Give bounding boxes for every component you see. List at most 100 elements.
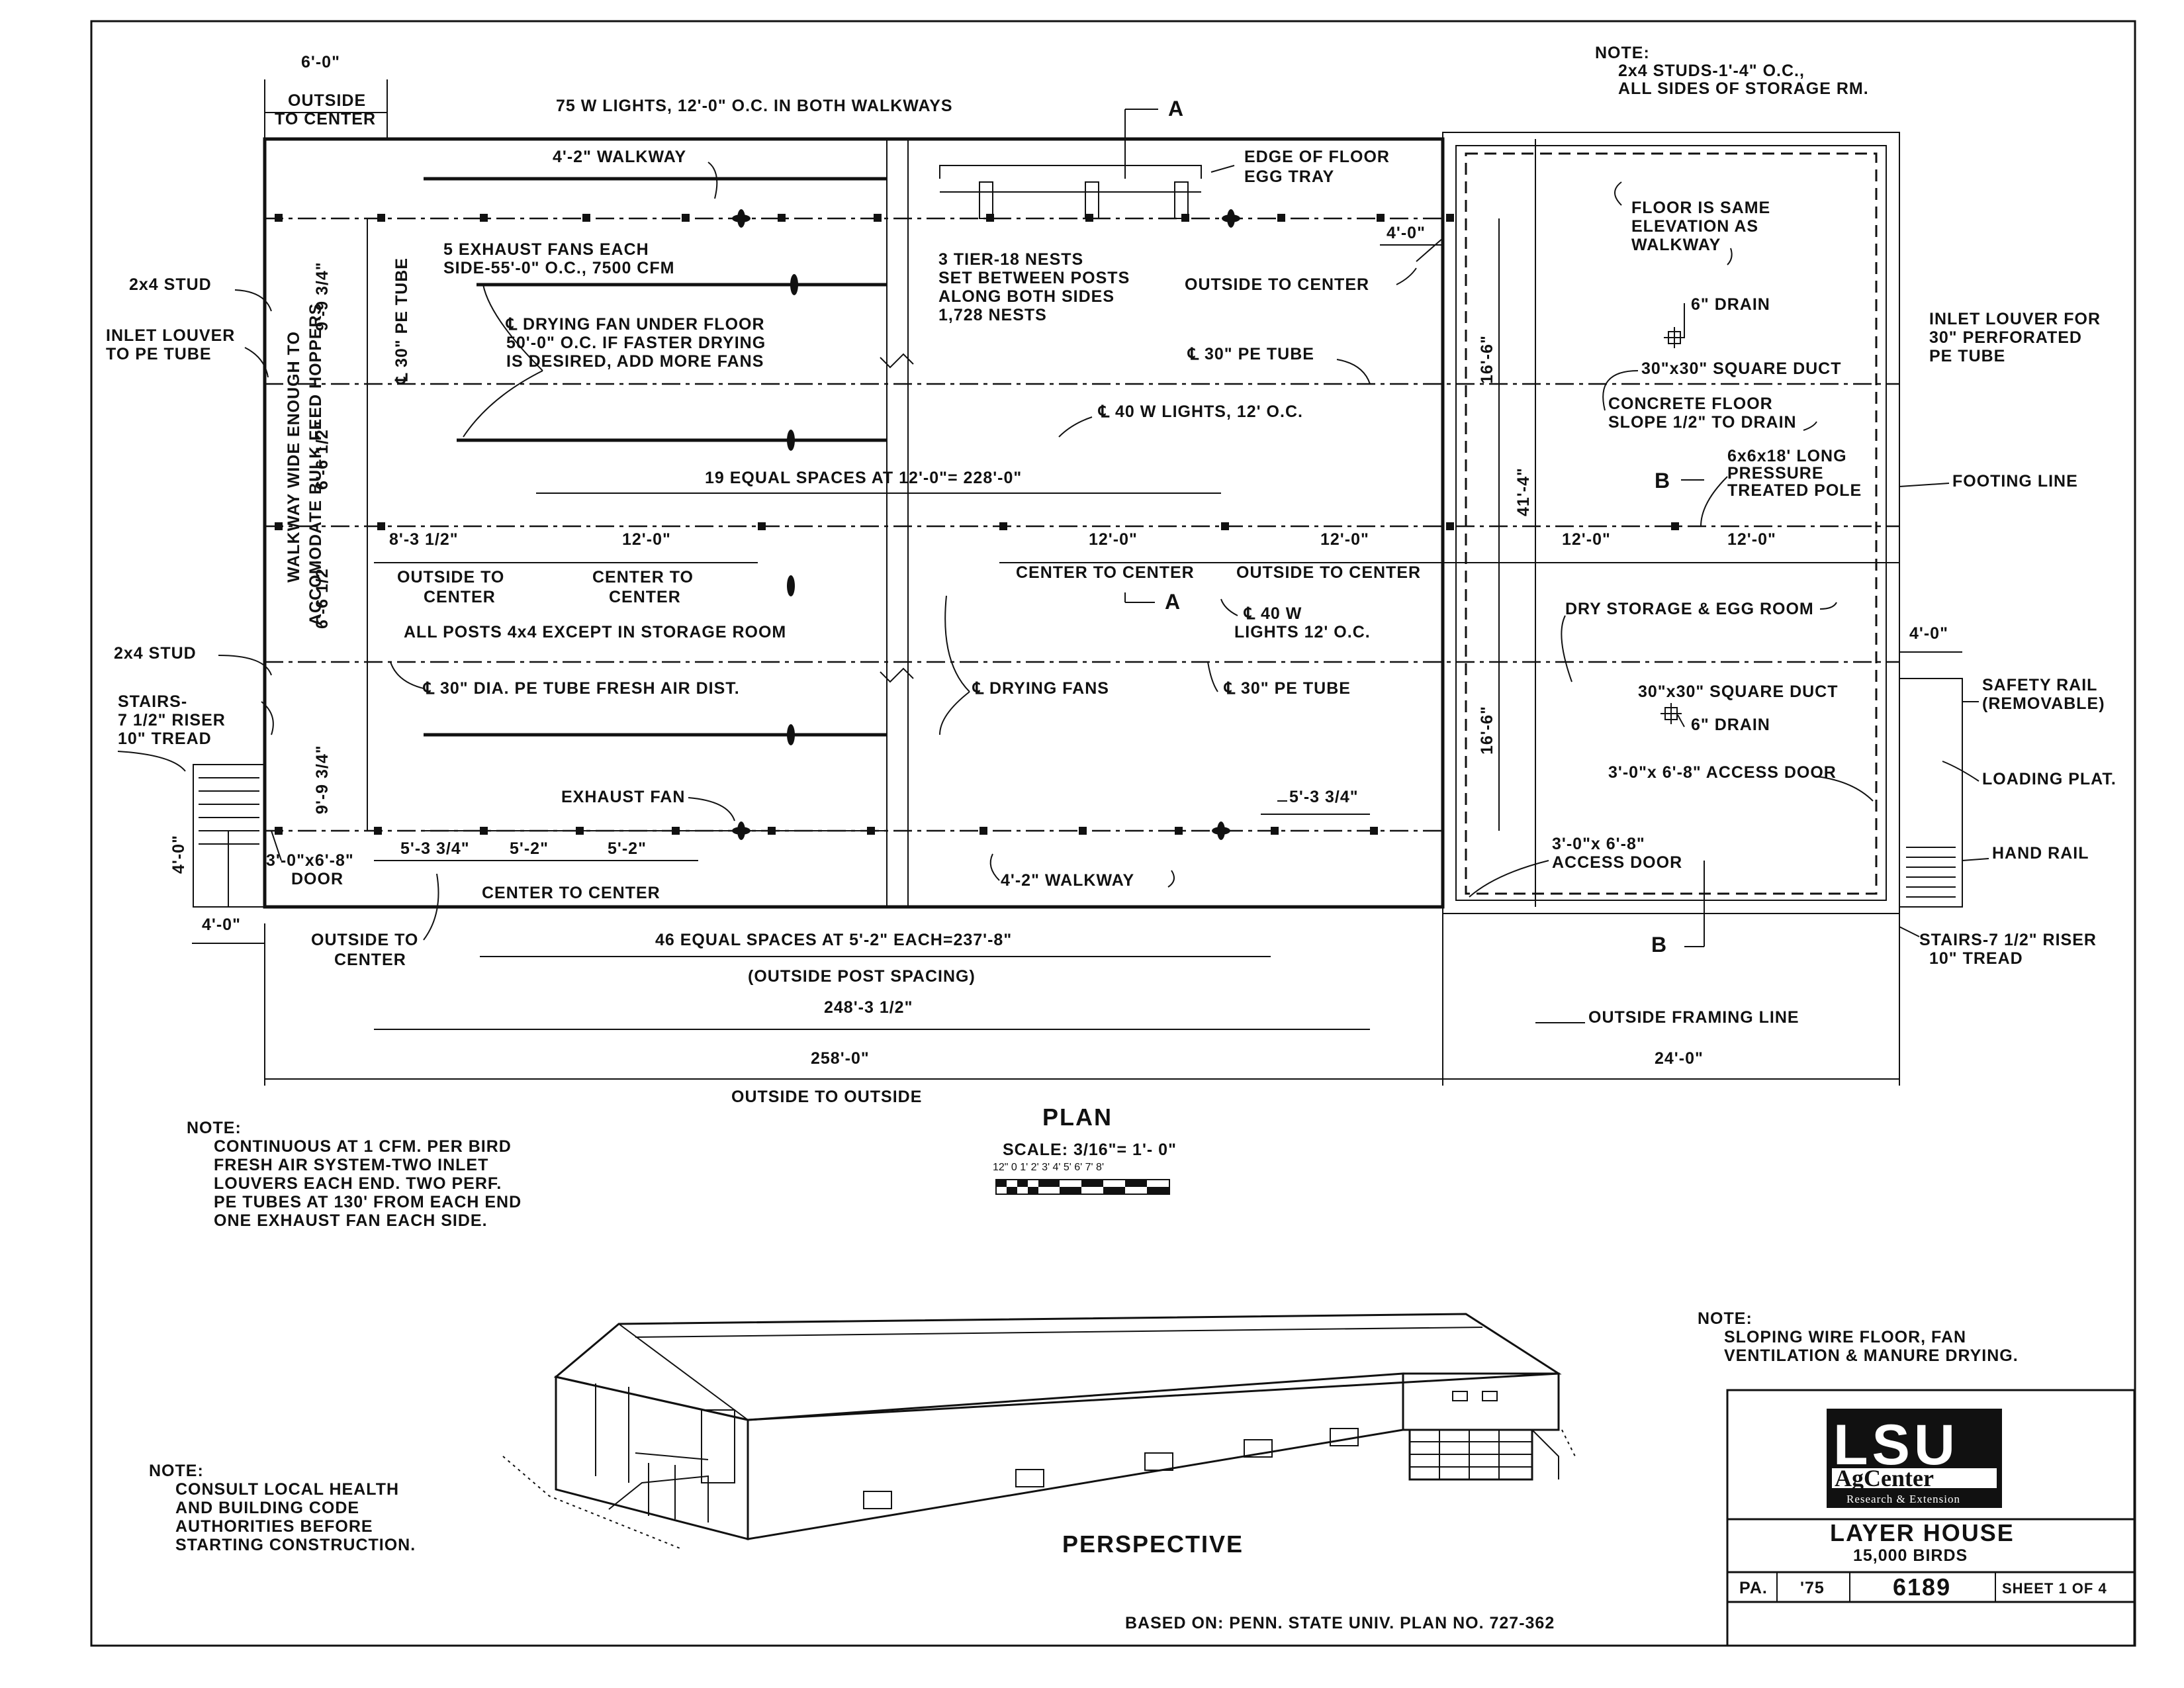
all-posts: ALL POSTS 4x4 EXCEPT IN STORAGE ROOM (404, 623, 786, 641)
dim-12-e: 12'-0" (1727, 530, 1776, 549)
storage-room-inner (1455, 145, 1887, 901)
fan-icon (787, 724, 795, 745)
post (778, 214, 786, 222)
storage-room-dashed (1465, 152, 1878, 895)
plan-text: 6'-0" OUTSIDE TO CENTER 75 W LIGHTS, 12'… (106, 44, 2116, 1106)
post (874, 214, 882, 222)
stairs-right-2: 10" TREAD (1929, 949, 2023, 968)
dim-9-9-bot: 9'-9 3/4" (313, 745, 332, 814)
access-door-2-1: 3'-0"x 6'-8" (1552, 835, 1645, 853)
hand-rail: HAND RAIL (1992, 844, 2089, 863)
exhaust-fans-2: SIDE-55'-0" O.C., 7500 CFM (443, 259, 674, 277)
center-to-center-b: CENTER TO CENTER (1016, 563, 1195, 582)
leader-lines (117, 162, 1989, 1023)
section-b-label: B (1655, 469, 1671, 492)
fan-icon (790, 274, 798, 295)
dim-6-6-top: 6'-6 1/2" (313, 420, 332, 490)
drying-fan-3: IS DESIRED, ADD MORE FANS (506, 352, 764, 371)
logo-agcenter: AgCenter (1835, 1465, 1934, 1491)
note-health-1: CONSULT LOCAL HEALTH (175, 1480, 399, 1499)
post (275, 827, 283, 835)
inlet-louver-2: TO PE TUBE (106, 345, 212, 363)
post (1446, 214, 1454, 222)
inlet-perforated-1: INLET LOUVER FOR (1929, 310, 2101, 328)
post (1271, 827, 1279, 835)
note-airflow-1: CONTINUOUS AT 1 CFM. PER BIRD (214, 1137, 512, 1156)
dim-5-2-a: 5'-2" (510, 839, 549, 858)
drain-2-label: 6" DRAIN (1691, 716, 1770, 734)
post (867, 827, 875, 835)
post (582, 214, 590, 222)
dim-12-a: 12'-0" (622, 530, 671, 549)
title-sheet: SHEET 1 OF 4 (2002, 1580, 2107, 1597)
note-health-4: STARTING CONSTRUCTION. (175, 1536, 416, 1554)
outside-to-center-top-2: TO CENTER (275, 110, 376, 128)
note-top-right-1: NOTE: (1595, 44, 1650, 62)
post (1377, 214, 1385, 222)
nests-3: ALONG BOTH SIDES (938, 287, 1115, 306)
post (979, 827, 987, 835)
nests-1: 3 TIER-18 NESTS (938, 250, 1083, 269)
walkway-top-label: 4'-2" WALKWAY (553, 148, 686, 166)
stairs-left-2: 7 1/2" RISER (118, 711, 226, 729)
pe-tube-1: ℄ 30" PE TUBE (1187, 345, 1314, 363)
access-door-2-2: ACCESS DOOR (1552, 853, 1682, 872)
fan-icon (732, 209, 751, 228)
dim-8-3: 8'-3 1/2" (389, 530, 459, 549)
dim-5-2-b: 5'-2" (608, 839, 647, 858)
pole-2: PRESSURE (1727, 464, 1824, 483)
scale-ticks: 12" 0 1' 2' 3' 4' 5' 6' 7' 8' (993, 1162, 1104, 1173)
title-block: LSU AgCenter Research & Extension LAYER … (1726, 1389, 2136, 1647)
fan-icon (1222, 209, 1240, 228)
outside-to-center-1: OUTSIDE TO CENTER (1185, 275, 1369, 294)
note-floor-0: NOTE: (1698, 1309, 1752, 1328)
door-left-2: DOOR (291, 870, 343, 888)
notes: NOTE: CONTINUOUS AT 1 CFM. PER BIRD FRES… (149, 1103, 2018, 1554)
lights-40b-1: ℄ 40 W (1244, 604, 1302, 623)
drain-icon (1661, 703, 1682, 724)
post (377, 522, 385, 530)
duct-2-label: 30"x30" SQUARE DUCT (1638, 682, 1839, 701)
walkway-bottom-label: 4'-2" WALKWAY (1001, 871, 1134, 890)
pe-tube-2: ℄ 30" PE TUBE (1224, 679, 1351, 698)
post (1370, 827, 1378, 835)
dim-4-0-right: 4'-0" (1909, 624, 1948, 643)
drain-1-label: 6" DRAIN (1691, 295, 1770, 314)
stairs-left-1: STAIRS- (118, 692, 187, 711)
note-top-right-2: 2x4 STUDS-1'-4" O.C., (1618, 62, 1805, 80)
dry-storage: DRY STORAGE & EGG ROOM (1565, 600, 1814, 618)
post (275, 214, 283, 222)
fan-icons (732, 209, 1240, 840)
drying-fans: ℄ DRYING FANS (972, 679, 1109, 698)
plan-title: PLAN (1042, 1103, 1113, 1131)
walkway-wide-2: ACCOMODATE BULK FEED HOPPERS (306, 303, 325, 626)
perspective-label: PERSPECTIVE (1062, 1530, 1244, 1558)
safety-rail-1: SAFETY RAIL (1982, 676, 2097, 694)
edge-floor-2: EGG TRAY (1244, 167, 1334, 186)
loading-plat: LOADING PLAT. (1982, 770, 2116, 788)
stud-1: 2x4 STUD (129, 275, 212, 294)
section-a-label: A (1168, 97, 1185, 120)
loading-platform (1899, 678, 1963, 908)
floor-plan (192, 79, 1963, 1086)
inlet-louver-1: INLET LOUVER (106, 326, 235, 345)
building-outline (263, 137, 1445, 909)
pe-tube-vertical: ℄ 30" PE TUBE (392, 258, 411, 385)
dim-6-6-bot: 6'-6 1/2" (313, 559, 332, 629)
post (682, 214, 690, 222)
dim-4-0-left-v: 4'-0" (169, 835, 188, 874)
dim-5-3-a: 5'-3 3/4" (400, 839, 470, 858)
drain-icon (1664, 327, 1685, 348)
floor-same-3: WALKWAY (1631, 236, 1721, 254)
note-top-right-3: ALL SIDES OF STORAGE RM. (1618, 79, 1869, 98)
dim-41-4: 41'-4" (1514, 467, 1533, 516)
outside-to-center-top-1: OUTSIDE (288, 91, 366, 110)
dim-4-0-top: 4'-0" (1387, 224, 1426, 242)
post (758, 522, 766, 530)
outside-to-center-c-1: OUTSIDE TO (311, 931, 418, 949)
title-birds: 15,000 BIRDS (1853, 1546, 1968, 1565)
note-airflow-0: NOTE: (187, 1119, 242, 1137)
concrete-1: CONCRETE FLOOR (1608, 395, 1773, 413)
center-to-center-c: CENTER TO CENTER (482, 884, 660, 902)
